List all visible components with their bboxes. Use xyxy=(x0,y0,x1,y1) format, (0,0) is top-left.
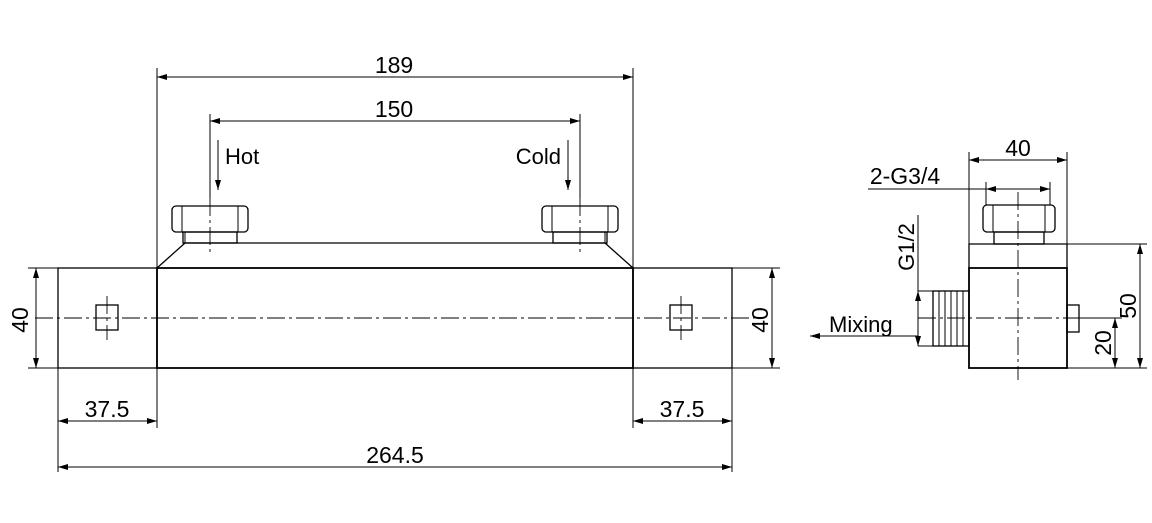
front-view: 189 150 Hot Cold 40 40 37.5 37.5 xyxy=(7,52,780,472)
body-top-bevel xyxy=(156,242,634,269)
dim-side-offset: 20 xyxy=(1090,330,1116,356)
side-stub xyxy=(1066,304,1080,333)
label-hot: Hot xyxy=(225,144,259,169)
dim-right-height: 40 xyxy=(747,307,773,333)
side-view: 40 2-G3/4 G1/2 Mixing 50 20 xyxy=(810,135,1147,380)
dim-right-end: 37.5 xyxy=(660,396,705,422)
dim-left-height: 40 xyxy=(7,307,33,333)
dim-total-length: 264.5 xyxy=(366,442,424,468)
label-cold: Cold xyxy=(516,144,561,169)
side-inlet-nut xyxy=(982,204,1056,245)
mixing-outlet xyxy=(932,290,970,347)
label-inlet-thread: 2-G3/4 xyxy=(870,163,941,189)
dim-side-width: 40 xyxy=(1005,135,1031,161)
dim-side-height: 50 xyxy=(1115,293,1141,319)
dim-top-outer: 189 xyxy=(375,52,413,78)
dim-left-end: 37.5 xyxy=(85,396,130,422)
label-outlet-thread: G1/2 xyxy=(894,223,919,271)
dim-top-inner: 150 xyxy=(375,96,413,122)
label-mixing: Mixing xyxy=(829,312,893,337)
